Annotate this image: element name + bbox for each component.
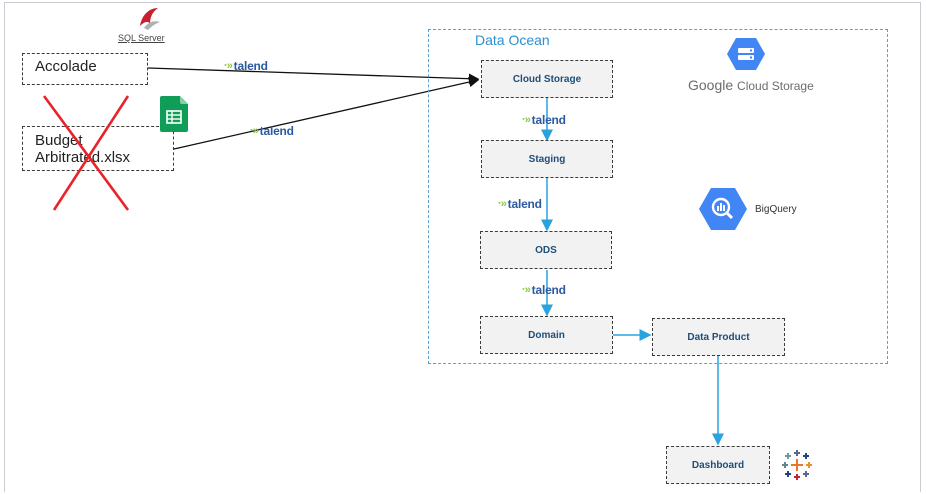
sql-server-label: SQL Server xyxy=(118,33,165,43)
talend-icon: ⸱» xyxy=(498,198,507,210)
talend-label-domain: ⸱»talend xyxy=(522,282,566,297)
talend-icon: ⸱» xyxy=(522,114,531,126)
source-budget-label-line2: Arbitrated.xlsx xyxy=(35,149,131,166)
node-staging[interactable]: Staging xyxy=(481,140,613,178)
gcs-label-sub: Cloud Storage xyxy=(737,79,814,93)
bigquery-label: BigQuery xyxy=(755,204,797,215)
google-sheets-icon xyxy=(160,96,188,132)
source-accolade-label: Accolade xyxy=(35,58,97,75)
source-budget-label-line1: Budget xyxy=(35,132,83,149)
arrow-budget-to-cloud-storage xyxy=(173,76,480,150)
source-accolade[interactable]: Accolade xyxy=(22,53,148,85)
talend-label-budget: ⸱»talend xyxy=(250,123,294,138)
gcs-label: Google Cloud Storage xyxy=(688,77,814,93)
talend-icon: ⸱» xyxy=(250,125,259,137)
talend-label-ods: ⸱»talend xyxy=(498,196,542,211)
tableau-icon xyxy=(782,450,812,480)
talend-icon: ⸱» xyxy=(522,284,531,296)
red-x-icon xyxy=(42,95,130,211)
sql-server-icon xyxy=(140,8,160,30)
node-domain[interactable]: Domain xyxy=(480,316,613,354)
gcs-label-main: Google xyxy=(688,77,734,93)
talend-label-staging: ⸱»talend xyxy=(522,112,566,127)
bigquery-icon xyxy=(699,188,747,230)
arrow-accolade-to-cloud-storage xyxy=(147,67,480,84)
node-data-product[interactable]: Data Product xyxy=(652,318,785,356)
node-ods[interactable]: ODS xyxy=(480,231,612,269)
talend-label-accolade: ⸱»talend xyxy=(224,58,268,73)
node-dashboard[interactable]: Dashboard xyxy=(666,446,770,484)
talend-icon: ⸱» xyxy=(224,60,233,72)
canvas-frame xyxy=(4,2,921,492)
node-cloud-storage[interactable]: Cloud Storage xyxy=(481,60,613,98)
data-ocean-label: Data Ocean xyxy=(475,32,550,48)
data-ocean-container xyxy=(428,29,888,364)
gcs-icon xyxy=(727,38,765,70)
source-budget[interactable]: Budget Arbitrated.xlsx xyxy=(22,126,174,171)
